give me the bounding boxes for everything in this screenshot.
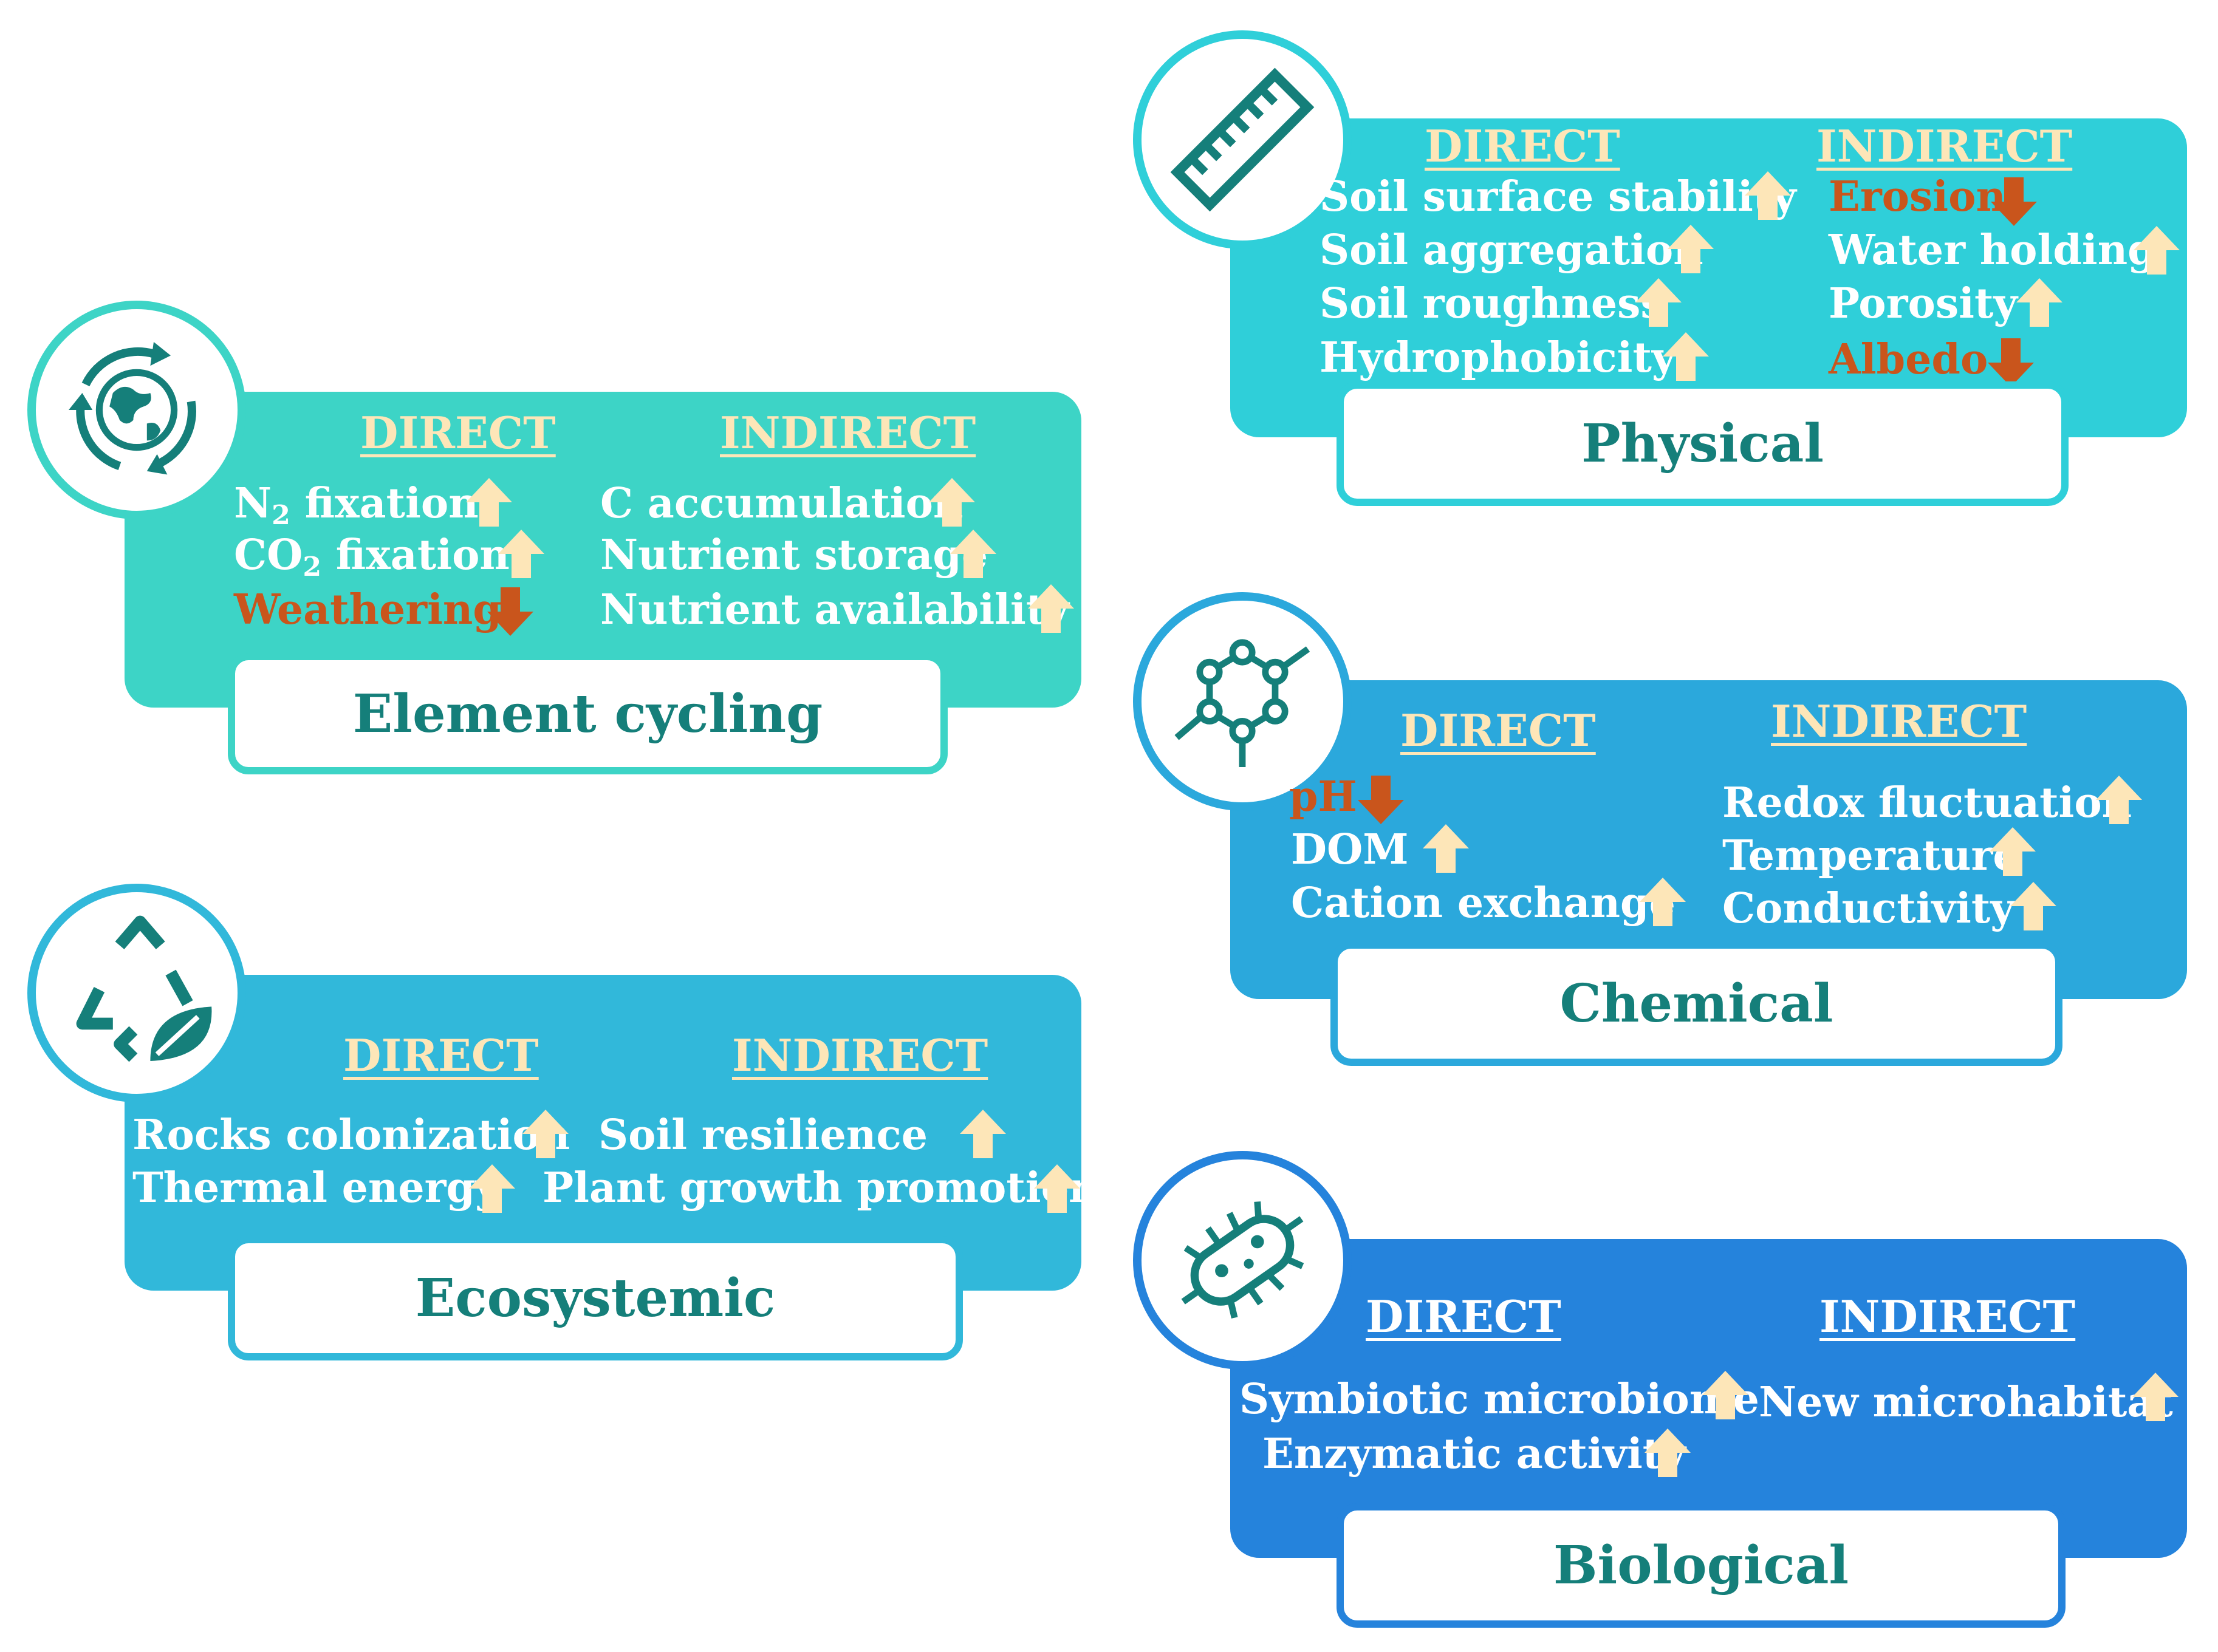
up-arrow-icon [2095, 774, 2143, 825]
up-arrow-icon [521, 1108, 570, 1159]
biological-title: Biological [1553, 1535, 1849, 1596]
up-arrow-icon [1027, 583, 1075, 634]
element-cycling-indirect-header: INDIRECT [720, 407, 976, 459]
chemical-indirect-item: Temperature [1722, 831, 2019, 880]
up-arrow-icon [949, 528, 998, 579]
ecosystemic-direct-item: Thermal energy [132, 1164, 499, 1212]
ecosystemic-direct-item: Rocks colonization [132, 1111, 570, 1159]
physical-title: Physical [1581, 413, 1824, 474]
physical-direct-item: Soil aggregation [1320, 226, 1703, 275]
chemical-direct-item: Cation exchange [1291, 879, 1675, 927]
down-arrow-icon [1987, 337, 2035, 388]
up-arrow-icon [468, 1163, 516, 1214]
up-arrow-icon [959, 1108, 1007, 1159]
element-cycling-title-box: Element cycling [228, 653, 948, 774]
molecule-icon [1174, 639, 1310, 767]
biological-direct-item: Enzymatic activity [1262, 1430, 1686, 1478]
ruler-icon [1170, 67, 1315, 212]
physical-indirect-item: Albedo [1829, 335, 1988, 384]
biological-icon-circle [1133, 1151, 1352, 1370]
physical-indirect-item: Water holding [1829, 226, 2157, 275]
up-arrow-icon [1744, 170, 1792, 221]
chemical-direct-item: DOM [1291, 825, 1409, 874]
down-arrow-icon [1990, 176, 2038, 227]
up-arrow-icon [2015, 277, 2064, 328]
recycle-globe-icon [69, 342, 196, 475]
biological-indirect-header: INDIRECT [1819, 1291, 2076, 1342]
down-arrow-icon [1357, 774, 1405, 825]
physical-indirect-item: Porosity [1829, 279, 2018, 328]
biological-direct-item: Symbiotic microbiome [1239, 1375, 1759, 1424]
chemical-direct-header: DIRECT [1400, 705, 1596, 756]
physical-direct-header: DIRECT [1425, 120, 1620, 172]
chemical-title: Chemical [1559, 973, 1833, 1034]
up-arrow-icon [928, 477, 976, 528]
biological-direct-header: DIRECT [1366, 1291, 1561, 1342]
up-arrow-icon [2009, 881, 2058, 932]
chemical-indirect-header: INDIRECT [1771, 695, 2027, 747]
chemical-indirect-item: Conductivity [1722, 884, 2014, 933]
chemical-title-box: Chemical [1330, 941, 2062, 1066]
element-cycling-title: Element cycling [352, 683, 823, 745]
ecosystemic-direct-header: DIRECT [343, 1029, 539, 1081]
biological-indirect-item: New microhabitat [1759, 1378, 2173, 1427]
bacterium-icon [1181, 1201, 1304, 1319]
element-cycling-indirect-item: Nutrient availability [600, 585, 1069, 634]
ecosystemic-indirect-item: Soil resilience [598, 1111, 928, 1159]
up-arrow-icon [2131, 1371, 2180, 1422]
element-cycling-direct-item: Weathering [234, 585, 502, 634]
ecosystemic-title: Ecosystemic [415, 1268, 776, 1329]
ecosystemic-icon-circle [27, 884, 246, 1102]
ecosystemic-title-box: Ecosystemic [228, 1236, 963, 1360]
ecosystemic-indirect-item: Plant growth promotion [543, 1164, 1099, 1212]
ecosystemic-indirect-header: INDIRECT [732, 1029, 988, 1081]
up-arrow-icon [465, 477, 513, 528]
biological-title-box: Biological [1337, 1503, 2066, 1628]
physical-direct-item: Hydrophobicity [1320, 333, 1676, 382]
chemical-indirect-item: Redox fluctuation [1722, 779, 2132, 827]
element-cycling-icon-circle [27, 301, 246, 519]
physical-icon-circle [1133, 30, 1352, 249]
physical-direct-item: Soil surface stability [1320, 172, 1796, 221]
element-cycling-direct-item: CO2 fixation [234, 531, 510, 583]
up-arrow-icon [1638, 876, 1687, 927]
up-arrow-icon [1033, 1163, 1081, 1214]
chemical-direct-item: pH [1289, 773, 1357, 821]
element-cycling-indirect-item: C accumulation [600, 479, 964, 528]
up-arrow-icon [497, 528, 546, 579]
physical-title-box: Physical [1337, 381, 2069, 506]
up-arrow-icon [1988, 826, 2037, 877]
up-arrow-icon [1422, 823, 1470, 874]
element-cycling-direct-item: N2 fixation [234, 479, 479, 531]
up-arrow-icon [1701, 1370, 1750, 1421]
up-arrow-icon [1643, 1427, 1692, 1478]
physical-indirect-item: Erosion [1829, 172, 2006, 221]
physical-direct-item: Soil roughness [1320, 279, 1664, 328]
physical-indirect-header: INDIRECT [1816, 120, 2073, 172]
down-arrow-icon [486, 586, 535, 637]
up-arrow-icon [1662, 331, 1710, 382]
up-arrow-icon [1634, 277, 1683, 328]
up-arrow-icon [2132, 225, 2181, 276]
element-cycling-indirect-item: Nutrient storage [600, 531, 988, 579]
recycle-leaf-icon [76, 915, 212, 1062]
element-cycling-direct-header: DIRECT [360, 407, 556, 459]
up-arrow-icon [1666, 224, 1715, 275]
